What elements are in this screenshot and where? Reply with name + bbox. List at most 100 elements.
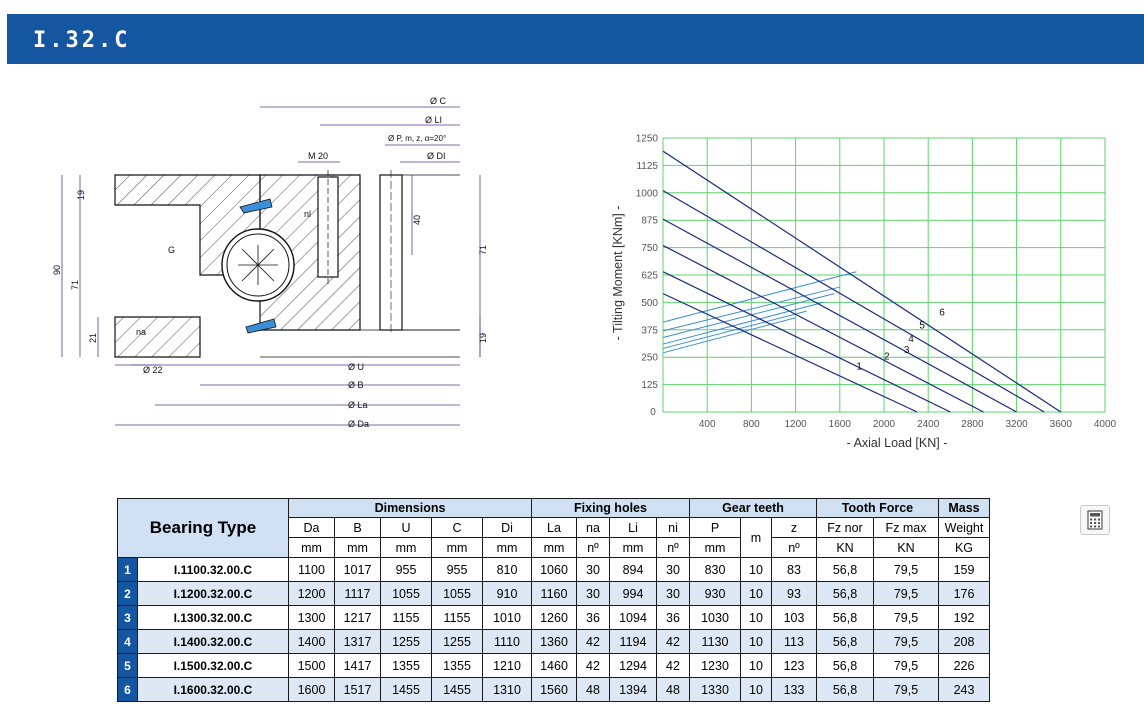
cell-na: 30	[576, 581, 610, 606]
series-label-5: 5	[919, 321, 925, 332]
cell-b: 1017	[334, 557, 381, 582]
bearing-model-name: I.1600.32.00.C	[136, 677, 290, 702]
cell-da: 1100	[288, 557, 335, 582]
page-title: I.32.C	[33, 28, 131, 53]
x-tick-label: 800	[743, 419, 760, 430]
cell-u: 1055	[380, 581, 432, 606]
series-line-1	[662, 293, 918, 413]
column-header-p: P	[689, 517, 741, 538]
cell-da: 1200	[288, 581, 335, 606]
cell-li: 1194	[609, 629, 657, 654]
column-header-la: La	[531, 517, 577, 538]
calculator-icon[interactable]	[1080, 505, 1110, 535]
cell-di: 910	[482, 581, 532, 606]
x-axis-label: - Axial Load [KN] -	[847, 436, 948, 450]
cell-c: 1255	[431, 629, 483, 654]
x-tick-label: 3200	[1005, 419, 1028, 430]
cell-z: 133	[771, 677, 817, 702]
y-tick-label: 625	[641, 271, 658, 282]
column-unit: KN	[816, 537, 874, 558]
column-header-c: C	[431, 517, 483, 538]
dim-li: Ø LI	[425, 115, 442, 125]
cell-u: 1155	[380, 605, 432, 630]
y-tick-label: 750	[641, 243, 658, 254]
series-lines	[662, 150, 1062, 413]
cell-m: 10	[740, 653, 772, 678]
y-tick-label: 500	[641, 298, 658, 309]
cell-fz-max: 79,5	[873, 653, 939, 678]
series-label-2: 2	[884, 351, 890, 362]
dim-na: na	[136, 327, 146, 337]
cell-m: 10	[740, 557, 772, 582]
series-label-3: 3	[904, 345, 910, 356]
y-tick-label: 1250	[636, 134, 659, 145]
cell-di: 1310	[482, 677, 532, 702]
cell-fz-nor: 56,8	[816, 653, 874, 678]
dim-19-right: 19	[478, 333, 488, 343]
column-unit: mm	[431, 537, 483, 558]
column-unit: nº	[771, 537, 817, 558]
dim-71-left: 71	[70, 280, 80, 290]
column-header-fz-nor: Fz nor	[816, 517, 874, 538]
cell-weight: 208	[938, 629, 990, 654]
column-unit: mm	[482, 537, 532, 558]
dim-71-right: 71	[478, 245, 488, 255]
column-unit: mm	[531, 537, 577, 558]
cell-m: 10	[740, 629, 772, 654]
cell-c: 1055	[431, 581, 483, 606]
cell-fz-max: 79,5	[873, 629, 939, 654]
y-tick-label: 250	[641, 353, 658, 364]
column-header-na: na	[576, 517, 610, 538]
cell-z: 83	[771, 557, 817, 582]
group-gear-teeth: Gear teeth	[689, 498, 817, 518]
column-unit: KN	[873, 537, 939, 558]
limit-line	[662, 301, 824, 345]
cell-m: 10	[740, 677, 772, 702]
limit-line	[662, 310, 807, 349]
cell-li: 1394	[609, 677, 657, 702]
column-unit: mm	[689, 537, 741, 558]
cell-li: 994	[609, 581, 657, 606]
dim-p: Ø P, m, z, α=20°	[388, 134, 446, 143]
column-header-di: Di	[482, 517, 532, 538]
series-label-4: 4	[908, 334, 914, 345]
group-mass: Mass	[938, 498, 990, 518]
cell-fz-max: 79,5	[873, 605, 939, 630]
dim-la: Ø La	[348, 400, 368, 410]
dim-da: Ø Da	[348, 419, 369, 429]
x-tick-label: 2000	[873, 419, 896, 430]
column-header-da: Da	[288, 517, 335, 538]
row-number: 3	[117, 605, 138, 630]
cell-u: 1255	[380, 629, 432, 654]
cell-na: 42	[576, 629, 610, 654]
group-fixing-holes: Fixing holes	[531, 498, 690, 518]
cell-z: 113	[771, 629, 817, 654]
dim-di: Ø DI	[427, 151, 446, 161]
column-header-ni: ni	[656, 517, 690, 538]
column-header-m: m	[740, 517, 772, 558]
cell-fz-nor: 56,8	[816, 629, 874, 654]
series-line-6	[662, 150, 1062, 413]
row-number: 5	[117, 653, 138, 678]
group-header-row: Bearing Type Dimensions Fixing holes Gea…	[117, 498, 990, 558]
column-unit: nº	[576, 537, 610, 558]
limit-lines	[662, 271, 857, 354]
cell-p: 1130	[689, 629, 741, 654]
group-tooth-force: Tooth Force	[816, 498, 939, 518]
column-unit: mm	[288, 537, 335, 558]
dim-u: Ø U	[348, 362, 364, 372]
column-unit: mm	[609, 537, 657, 558]
cell-m: 10	[740, 581, 772, 606]
bearing-drawing: Ø C Ø LI Ø P, m, z, α=20° Ø DI M 20 nl G…	[52, 96, 488, 429]
cell-la: 1260	[531, 605, 577, 630]
cell-da: 1400	[288, 629, 335, 654]
x-tick-label: 3600	[1050, 419, 1073, 430]
cell-c: 1455	[431, 677, 483, 702]
cell-ni: 30	[656, 581, 690, 606]
cell-da: 1500	[288, 653, 335, 678]
